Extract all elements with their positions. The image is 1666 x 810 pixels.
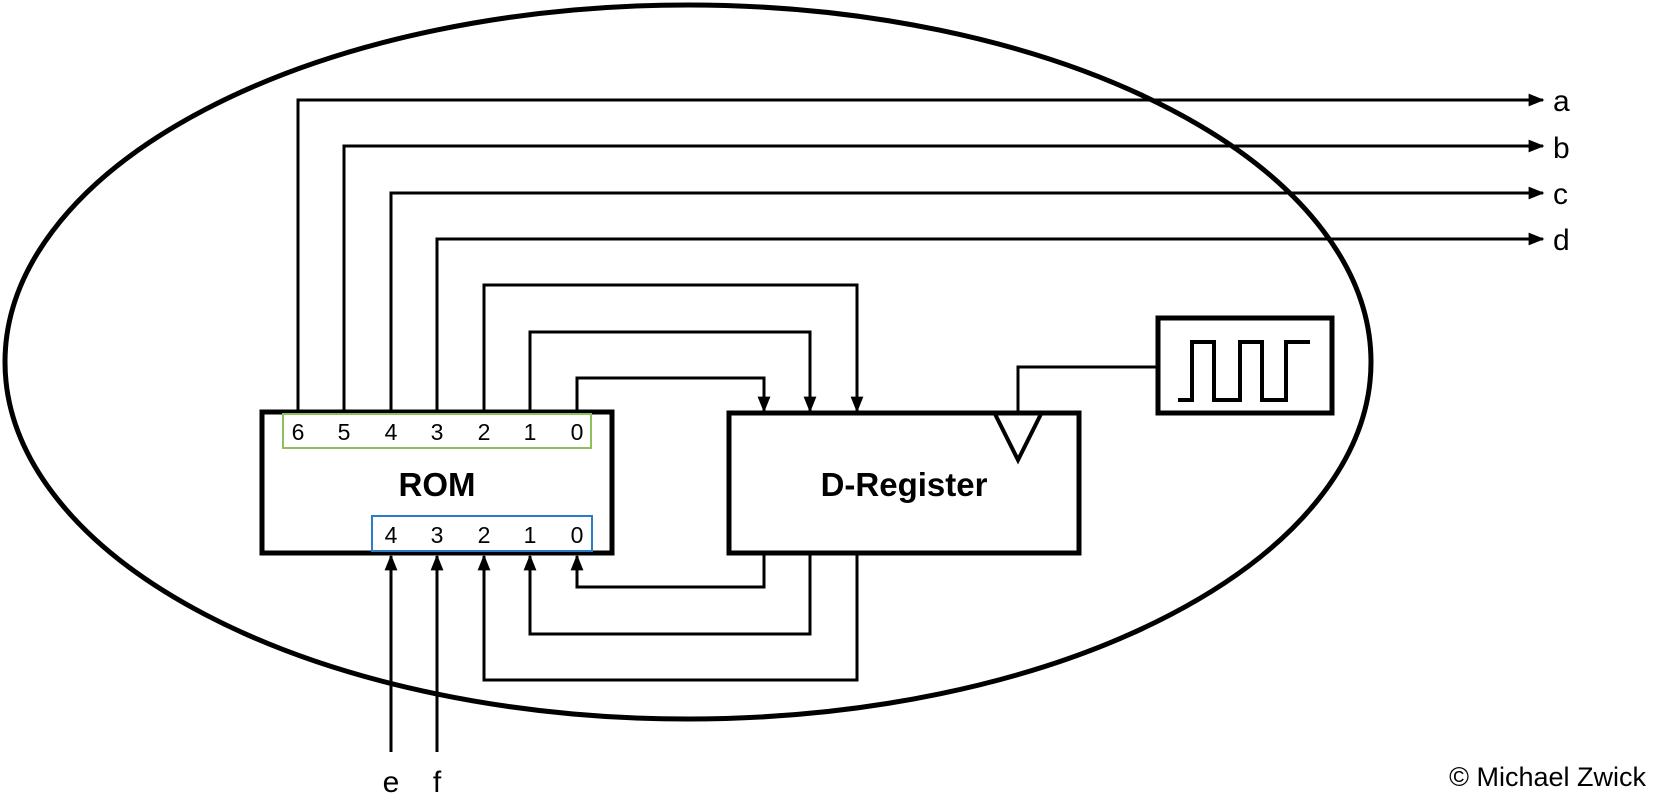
output-wire-b — [342, 139, 1545, 412]
feedback-wire-1 — [523, 553, 812, 636]
feedback-wire-2 — [477, 553, 859, 682]
next-state-wires — [482, 283, 864, 413]
feedback-wires — [477, 553, 859, 682]
next-state-wire-1 — [528, 330, 817, 413]
rom-output-group — [282, 413, 592, 449]
clock-generator — [1155, 315, 1335, 416]
next-state-wire-0 — [575, 376, 771, 413]
d-register-box — [726, 410, 1082, 556]
d-register-title: D-Register — [821, 466, 988, 503]
output-wire-d — [435, 232, 1545, 412]
output-wires — [296, 93, 1545, 412]
rom-input-bit-4: 4 — [385, 522, 398, 548]
system-boundary-ellipse — [2, 2, 1374, 722]
rom-output-bit-3: 3 — [431, 419, 444, 445]
clock-waveform-icon — [1178, 340, 1310, 402]
output-label-c: c — [1553, 178, 1568, 211]
next-state-wire-2 — [482, 283, 864, 413]
feedback-wire-0 — [570, 553, 766, 589]
rom-output-bit-0: 0 — [571, 419, 584, 445]
output-wire-c — [389, 186, 1545, 412]
input-wires — [384, 554, 444, 752]
d-register-block: D-Register — [726, 410, 1082, 556]
rom-block: 6 5 4 3 2 1 0 ROM 4 3 2 1 0 — [259, 409, 615, 556]
rom-input-bit-0: 0 — [571, 522, 584, 548]
input-label-f: f — [433, 766, 442, 799]
rom-box — [259, 409, 615, 556]
rom-output-bit-6: 6 — [292, 419, 305, 445]
rom-output-bit-5: 5 — [338, 419, 351, 445]
output-label-d: d — [1553, 224, 1570, 257]
rom-input-bit-3: 3 — [431, 522, 444, 548]
clock-box — [1155, 315, 1335, 416]
output-label-b: b — [1553, 132, 1570, 165]
copyright-credit: © Michael Zwick — [1449, 762, 1646, 792]
rom-title: ROM — [399, 466, 476, 503]
clock-input-triangle — [993, 413, 1043, 465]
rom-output-bit-4: 4 — [385, 419, 398, 445]
clock-wire — [1016, 365, 1158, 413]
rom-output-bit-1: 1 — [524, 419, 537, 445]
input-label-e: e — [383, 766, 400, 799]
rom-input-bit-2: 2 — [478, 522, 491, 548]
output-label-a: a — [1553, 85, 1570, 118]
rom-output-bit-2: 2 — [478, 419, 491, 445]
rom-input-group — [371, 515, 593, 552]
output-wire-a — [296, 93, 1545, 412]
rom-input-bit-1: 1 — [524, 522, 537, 548]
